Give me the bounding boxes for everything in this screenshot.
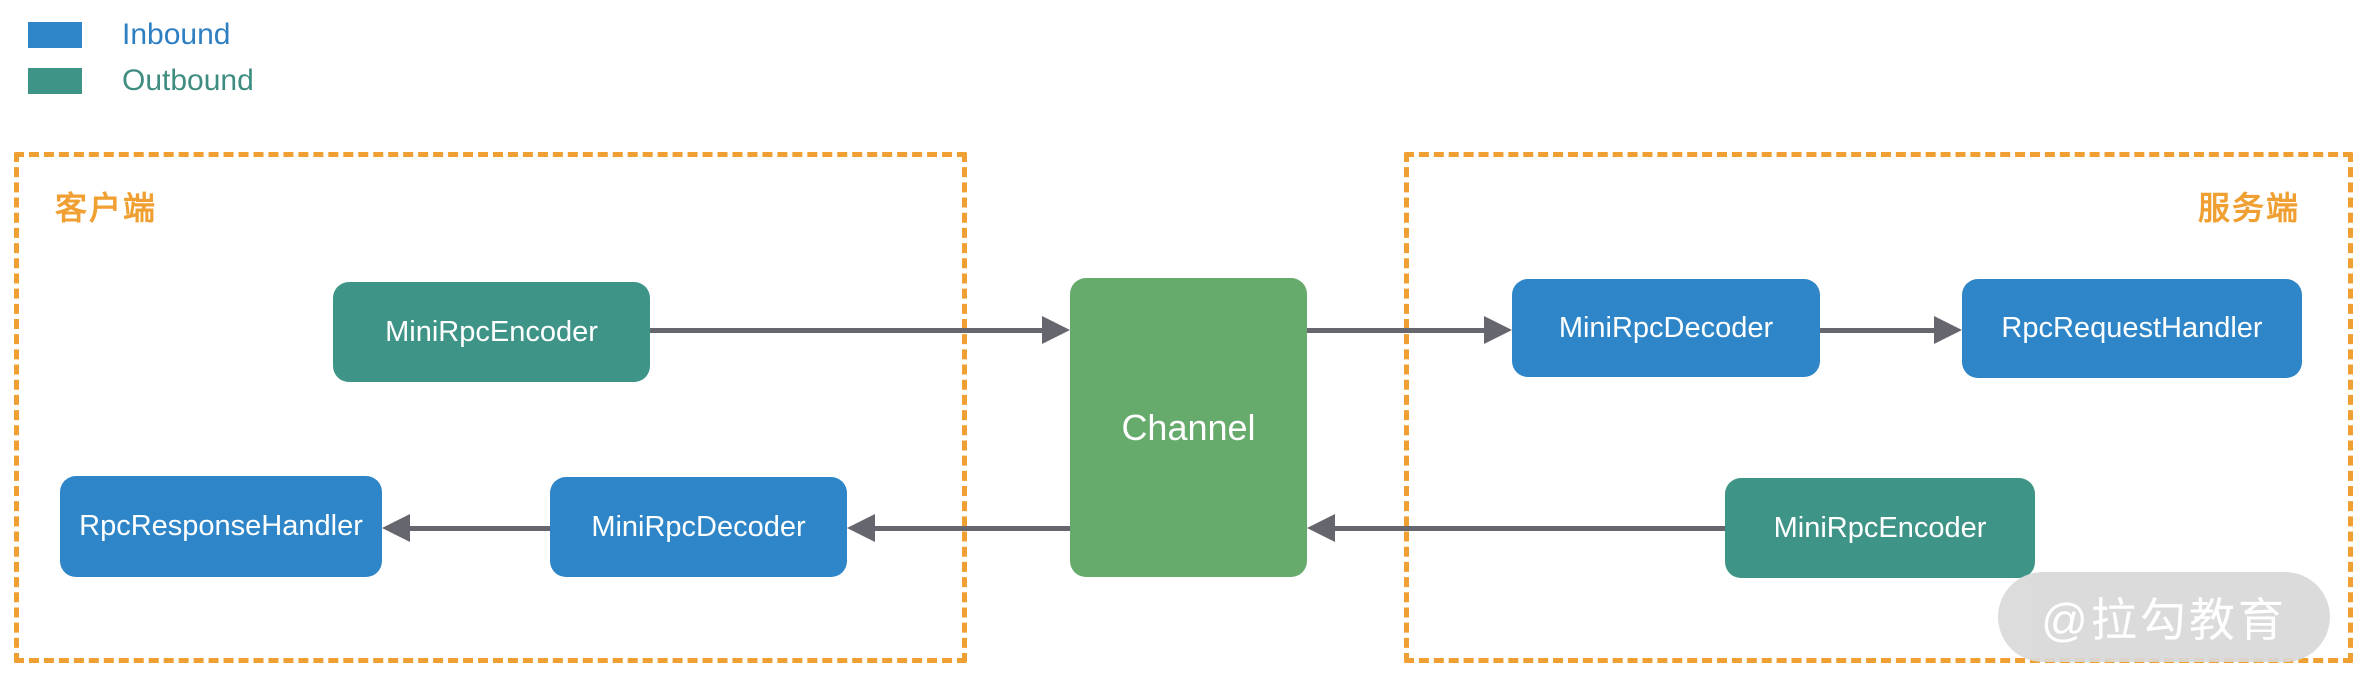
legend: Inbound Outbound (28, 14, 254, 106)
client-region-label: 客户端 (55, 190, 158, 226)
server-region-label: 服务端 (2197, 190, 2300, 226)
node-channel: Channel (1070, 278, 1307, 577)
arrowhead-right-icon (1934, 316, 1962, 344)
arrow-shaft (1820, 328, 1936, 333)
node-client-minirpcencoder: MiniRpcEncoder (333, 282, 650, 382)
node-rpcrequesthandler: RpcRequestHandler (1962, 279, 2302, 378)
legend-item-inbound: Inbound (28, 14, 254, 56)
arrow-shaft (1333, 526, 1725, 531)
server-region: 服务端 (1404, 152, 2353, 663)
legend-label-inbound: Inbound (122, 18, 231, 51)
arrow-shaft (1307, 328, 1486, 333)
arrow-shaft (408, 526, 550, 531)
client-region: 客户端 (14, 152, 967, 663)
legend-label-outbound: Outbound (122, 64, 254, 97)
node-server-minirpcdecoder: MiniRpcDecoder (1512, 279, 1820, 377)
arrow-shaft (873, 526, 1070, 531)
arrow-shaft (650, 328, 1044, 333)
arrowhead-left-icon (847, 514, 875, 542)
arrowhead-left-icon (1307, 514, 1335, 542)
outbound-color-swatch (28, 68, 82, 94)
node-client-minirpcdecoder: MiniRpcDecoder (550, 477, 847, 577)
arrowhead-right-icon (1484, 316, 1512, 344)
node-rpcresponsehandler: RpcResponseHandler (60, 476, 382, 577)
legend-item-outbound: Outbound (28, 60, 254, 102)
node-server-minirpcencoder: MiniRpcEncoder (1725, 478, 2035, 578)
watermark-badge: @拉勾教育 (1998, 572, 2330, 662)
inbound-color-swatch (28, 22, 82, 48)
arrowhead-right-icon (1042, 316, 1070, 344)
arrowhead-left-icon (382, 514, 410, 542)
